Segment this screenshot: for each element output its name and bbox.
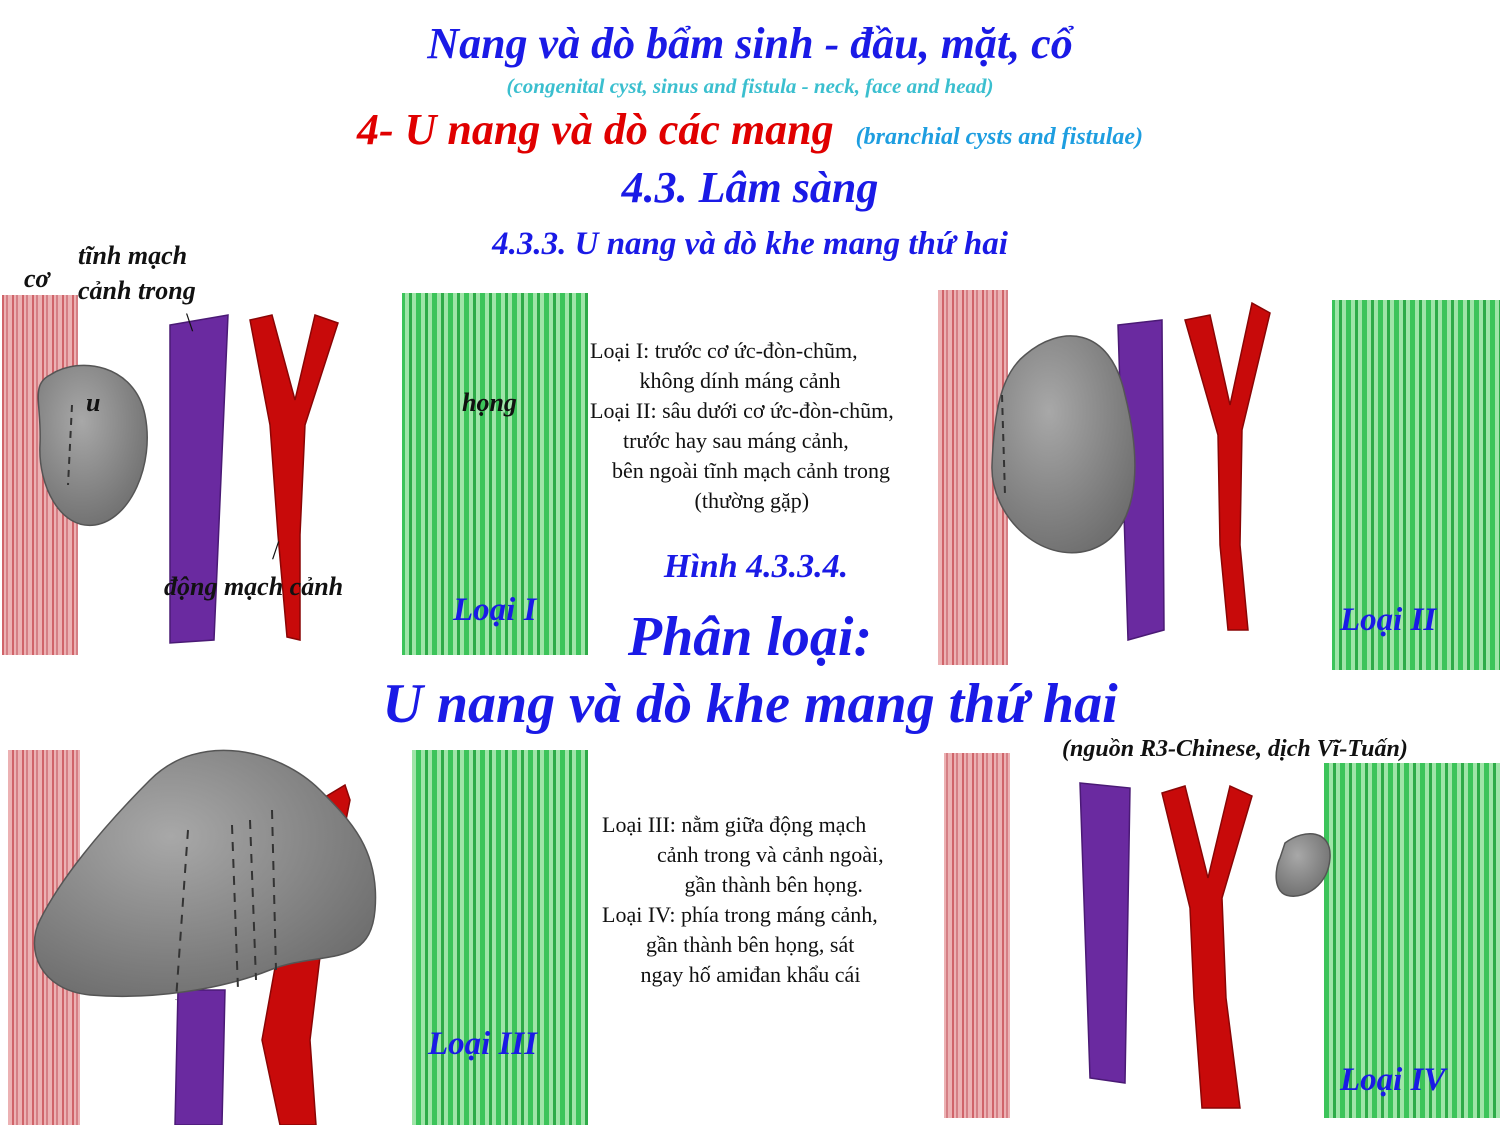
cyst-shape — [33, 749, 377, 997]
type4-label: Loại IV — [1340, 1062, 1446, 1098]
type3-label: Loại III — [428, 1026, 538, 1062]
subsection-heading: 4.3. Lâm sàng — [621, 163, 879, 212]
pharynx-band — [1324, 763, 1500, 1118]
cyst-shape — [991, 335, 1136, 554]
section-title: 4- U nang và dò các mang — [357, 105, 834, 154]
jugular-vein — [1079, 782, 1131, 1084]
type1-diagram — [2, 293, 588, 655]
jugular-vein — [174, 989, 226, 1125]
type4-diagram — [944, 753, 1500, 1118]
subsubsection-heading: 4.3.3. U nang và dò khe mang thứ hai — [492, 226, 1008, 262]
carotid-artery — [1161, 784, 1253, 1109]
description-type1-type2: Loại I: trước cơ ức-đòn-chũm, không dính… — [590, 338, 894, 513]
page-title: Nang và dò bẩm sinh - đầu, mặt, cổ — [427, 19, 1073, 68]
carotid-pointer: / — [272, 536, 280, 565]
cyst-shape — [37, 364, 148, 526]
jugular-pointer: \ — [186, 308, 194, 337]
type2-diagram — [938, 290, 1500, 670]
muscle-band — [944, 753, 1010, 1118]
section-title-english: (branchial cysts and fistulae) — [855, 124, 1143, 150]
figure-classification: Phân loại: — [627, 606, 873, 668]
cyst-label: u — [86, 388, 101, 417]
source-note: (nguồn R3-Chinese, dịch Vĩ-Tuấn) — [1062, 736, 1408, 762]
figure-subject: U nang và dò khe mang thứ hai — [382, 673, 1118, 735]
type2-label: Loại II — [1340, 602, 1437, 638]
jugular-vein — [169, 314, 229, 644]
type3-diagram — [8, 749, 588, 1125]
carotid-artery — [249, 314, 339, 641]
jugular-vein-label: tĩnh mạch cảnh trong — [78, 241, 196, 305]
carotid-artery-label: động mạch cảnh — [164, 572, 344, 601]
pharynx-band — [412, 750, 588, 1125]
pharynx-band — [402, 293, 588, 655]
description-type3-type4: Loại III: nằm giữa động mạch cảnh trong … — [602, 812, 884, 987]
carotid-artery — [1184, 301, 1271, 631]
page-subtitle: (congenital cyst, sinus and fistula - ne… — [506, 74, 994, 98]
section-heading: 4- U nang và dò các mang (branchial cyst… — [0, 104, 1500, 155]
cyst-shape — [1275, 833, 1331, 897]
figure-caption: Hình 4.3.3.4. — [663, 548, 849, 585]
pharynx-band — [1332, 300, 1500, 670]
type1-label: Loại I — [453, 592, 537, 628]
pharynx-label: họng — [462, 388, 517, 417]
jugular-vein — [1117, 319, 1165, 641]
muscle-label: cơ — [24, 264, 50, 293]
